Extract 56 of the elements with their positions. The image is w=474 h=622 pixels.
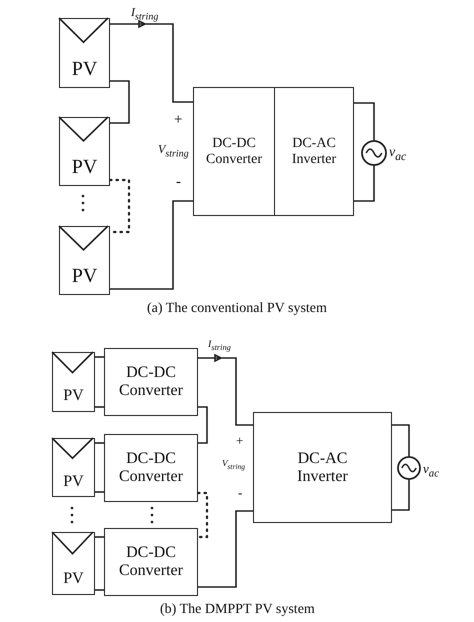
pv-panel-box (59, 117, 110, 186)
wire (198, 510, 253, 588)
current-arrow-wire (109, 20, 194, 103)
converter-box (253, 412, 392, 523)
wire (95, 442, 104, 444)
wire (108, 178, 130, 234)
wire (95, 536, 104, 538)
current-label: I$_{string}$ (208, 340, 231, 352)
wire (392, 479, 410, 511)
polarity-sign: - (238, 486, 242, 499)
pv-panel-box (59, 18, 110, 88)
figure-caption: (b) The DMPPT PV system (160, 603, 315, 617)
voltage-label: v$_{ac}$ (423, 462, 440, 480)
block-label: DC-AC Inverter (296, 450, 349, 486)
converter-box (274, 87, 354, 216)
wire (95, 356, 104, 358)
panel-label: PV (72, 58, 98, 80)
wire (110, 80, 130, 124)
wire (196, 492, 208, 538)
block-label: DC-DC Converter (118, 544, 184, 580)
wire (95, 406, 104, 408)
pv-panel-box (52, 352, 95, 412)
block-label: DC-DC Converter (118, 364, 184, 400)
converter-box (104, 434, 198, 502)
pv-panel-box (52, 532, 95, 595)
block-label: DC-AC Inverter (290, 136, 338, 167)
current-arrow-wire (197, 354, 254, 426)
polarity-sign: + (174, 113, 182, 128)
block-label: DC-DC Converter (205, 136, 263, 167)
pv-panel-box (59, 226, 110, 295)
wire (95, 491, 104, 493)
voltage-label: V$_{string}$ (222, 459, 246, 470)
wire (354, 102, 375, 141)
current-label: I$_{string}$ (131, 6, 158, 22)
polarity-sign: + (236, 434, 244, 447)
pv-panel-box (52, 438, 95, 497)
ac-source-symbol (397, 456, 421, 480)
voltage-label: v$_{ac}$ (389, 146, 406, 162)
figure-caption: (a) The conventional PV system (147, 302, 327, 316)
panel-label: PV (63, 570, 84, 588)
panel-label: PV (72, 265, 98, 288)
voltage-label: V$_{string}$ (158, 143, 189, 160)
converter-box (193, 87, 275, 216)
wire (95, 589, 104, 591)
converter-box (104, 348, 198, 416)
panel-label: PV (63, 387, 84, 405)
wire (198, 406, 208, 444)
panel-label: PV (63, 472, 84, 490)
ac-source-symbol (361, 140, 387, 166)
polarity-sign: - (176, 175, 181, 190)
converter-box (104, 528, 198, 596)
panel-label: PV (72, 156, 98, 178)
wire (110, 200, 193, 290)
block-label: DC-DC Converter (118, 450, 184, 486)
wire (354, 165, 375, 202)
wire (392, 424, 410, 457)
